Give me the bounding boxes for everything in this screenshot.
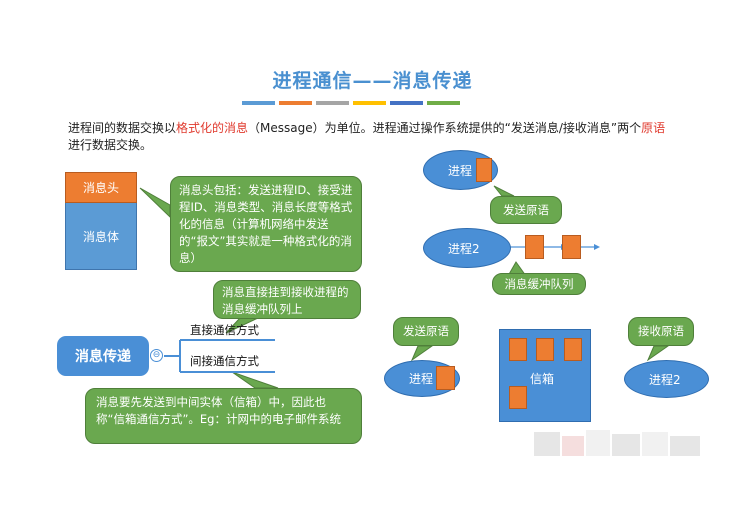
direct-sender-label: 进程 [448, 163, 473, 178]
header-callout: 消息头包括：发送进程ID、接受进程ID、消息类型、消息长度等格式化的信息（计算机… [170, 176, 362, 272]
queue-message-2 [562, 235, 581, 259]
header-callout-tail [139, 187, 171, 219]
direct-send-primitive-label: 发送原语 [503, 202, 549, 217]
header-callout-text: 消息头包括：发送进程ID、接受进程ID、消息类型、消息长度等格式化的信息（计算机… [179, 183, 353, 265]
branch-indirect-label: 间接通信方式 [190, 354, 259, 368]
watermark-block-6 [670, 436, 700, 456]
intro-highlight-primitive: 原语 [641, 121, 666, 135]
branch-indirect-communication[interactable]: 间接通信方式 [190, 353, 259, 369]
title-stripe-6 [427, 101, 460, 105]
mailbox-message-2 [536, 338, 554, 361]
mailbox-send-primitive-label: 发送原语 [403, 324, 449, 338]
title-stripe-1 [242, 101, 275, 105]
queue-label-callout: 消息缓冲队列 [492, 273, 586, 295]
mailbox-receive-primitive-callout: 接收原语 [628, 317, 694, 346]
mailbox-receiver-label: 进程2 [649, 372, 681, 387]
mailbox-send-primitive-callout: 发送原语 [393, 317, 459, 346]
mailbox-sender-message-square [436, 366, 455, 390]
intro-text-1: 进程间的数据交换以 [68, 121, 177, 135]
queue-arrowhead-3 [594, 244, 600, 250]
message-body-block: 消息体 [65, 203, 137, 270]
direct-note-text: 消息直接挂到接收进程的消息缓冲队列上 [222, 285, 349, 316]
mindmap-root[interactable]: 消息传递 [57, 336, 149, 376]
direct-sender-message-square [476, 158, 492, 182]
mailbox-message-1 [509, 338, 527, 361]
collapse-toggle-icon[interactable]: ⊖ [150, 349, 163, 362]
intro-text-3: 进行数据交换。 [68, 138, 153, 152]
watermark-block-2 [562, 436, 584, 456]
watermark-block-1 [534, 432, 560, 456]
queue-label: 消息缓冲队列 [504, 276, 574, 291]
mindmap-root-label: 消息传递 [75, 349, 131, 365]
mailbox-label: 信箱 [530, 372, 555, 386]
title-stripe-4 [353, 101, 386, 105]
mailbox-receiver-process: 进程2 [624, 360, 709, 398]
watermark-block-3 [586, 430, 610, 456]
branch-direct-communication[interactable]: 直接通信方式 [190, 322, 259, 338]
mindmap-connector [164, 339, 275, 373]
indirect-note: 消息要先发送到中间实体（信箱）中，因此也称“信箱通信方式”。Eg：计网中的电子邮… [85, 388, 362, 444]
send-primitive-tail [493, 185, 515, 197]
mailbox-message-4 [509, 386, 527, 409]
message-body-label: 消息体 [82, 229, 119, 244]
branch-direct-label: 直接通信方式 [190, 323, 259, 337]
intro-paragraph: 进程间的数据交换以格式化的消息（Message）为单位。进程通过操作系统提供的“… [68, 120, 668, 154]
direct-receiver-label: 进程2 [448, 241, 480, 256]
mailbox-receive-tail [646, 345, 670, 362]
direct-note: 消息直接挂到接收进程的消息缓冲队列上 [213, 280, 361, 319]
queue-message-1 [525, 235, 544, 259]
mailbox-sender-label: 进程 [409, 372, 434, 386]
message-header-block: 消息头 [65, 172, 137, 203]
title-stripe-2 [279, 101, 312, 105]
watermark-block-4 [612, 434, 640, 456]
message-header-label: 消息头 [82, 181, 119, 195]
intro-text-2: （Message）为单位。进程通过操作系统提供的“发送消息/接收消息”两个 [248, 121, 642, 135]
title-stripe-5 [390, 101, 423, 105]
collapse-toggle-glyph: ⊖ [152, 350, 161, 360]
mailbox-message-3 [564, 338, 582, 361]
blurred-watermark [534, 428, 706, 460]
mailbox-send-tail [410, 345, 434, 362]
mailbox: 信箱 [499, 329, 591, 422]
page-title: 进程通信——消息传递 [272, 70, 473, 92]
direct-receiver-process: 进程2 [423, 228, 511, 268]
indirect-note-tail [231, 371, 279, 389]
mailbox-receive-primitive-label: 接收原语 [638, 324, 684, 338]
intro-highlight-formatted-message: 格式化的消息 [176, 121, 249, 135]
direct-send-primitive-callout: 发送原语 [490, 196, 562, 224]
watermark-block-5 [642, 432, 668, 456]
indirect-note-text: 消息要先发送到中间实体（信箱）中，因此也称“信箱通信方式”。Eg：计网中的电子邮… [96, 395, 341, 426]
title-stripe-3 [316, 101, 349, 105]
